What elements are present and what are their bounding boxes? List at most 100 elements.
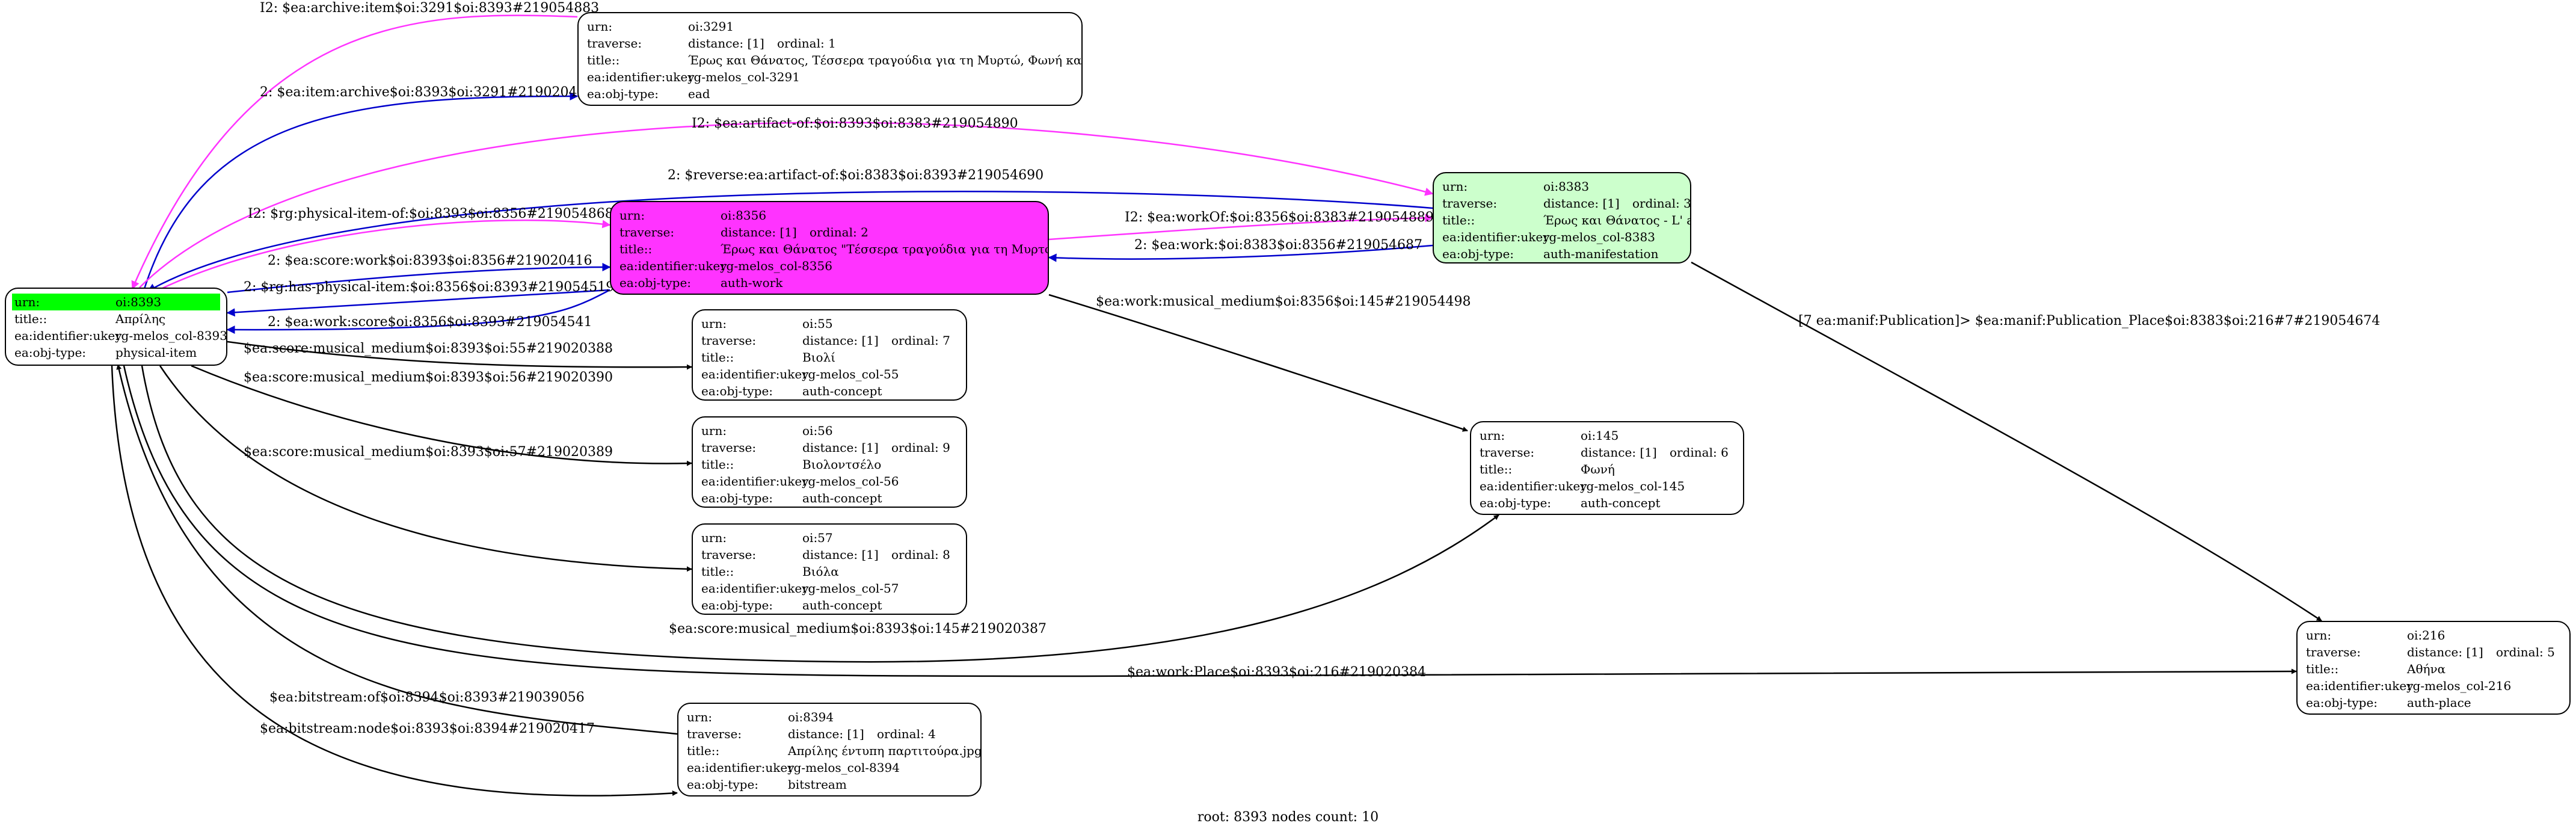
field-label: traverse: bbox=[701, 440, 757, 455]
node-row: ea:obj-type:auth-concept bbox=[699, 383, 960, 399]
field-value: auth-concept bbox=[1581, 496, 1661, 510]
ordinal-value: ordinal: 3 bbox=[1632, 196, 1691, 211]
field-label: ea:identifier:ukey bbox=[701, 474, 809, 488]
edge-label: [7 ea:manif:Publication]> $ea:manif:Publ… bbox=[1798, 313, 2380, 328]
root-summary: root: 8393 nodes count: 10 bbox=[1197, 810, 1379, 825]
field-label: urn: bbox=[701, 316, 727, 331]
edge-bitstream-of bbox=[116, 364, 678, 735]
field-value: rg-melos_col-216 bbox=[2407, 679, 2512, 693]
field-value: Βιολοντσέλο bbox=[802, 457, 882, 472]
field-value: oi:8356 bbox=[721, 208, 767, 223]
edge-label: 2: $reverse:ea:artifact-of:$oi:8383$oi:8… bbox=[668, 168, 1044, 183]
field-label: ea:identifier:ukey bbox=[1480, 479, 1587, 493]
field-label: title:: bbox=[687, 744, 720, 758]
ordinal-value: ordinal: 6 bbox=[1670, 445, 1729, 460]
field-value: distance: [1] bbox=[802, 333, 879, 348]
edge-artifact-of bbox=[139, 122, 1434, 288]
node-row: title::Βιολοντσέλο bbox=[699, 456, 960, 473]
edge-publication-place bbox=[1691, 261, 2322, 622]
edge-musical-medium-57 bbox=[159, 365, 692, 572]
field-value: rg-melos_col-145 bbox=[1581, 479, 1685, 493]
field-label: urn: bbox=[701, 424, 727, 438]
field-label: ea:obj-type: bbox=[14, 345, 87, 360]
edge-has-physical-item bbox=[226, 289, 610, 317]
field-label: ea:obj-type: bbox=[619, 276, 692, 290]
edge-musical-medium-work-145 bbox=[1048, 294, 1468, 432]
field-label: urn: bbox=[687, 710, 713, 724]
ordinal-value: ordinal: 8 bbox=[891, 547, 950, 562]
field-label: ea:obj-type: bbox=[2306, 695, 2378, 710]
field-value: oi:8393 bbox=[115, 295, 162, 309]
node-row: title::Έρως και Θάνατος "Τέσσερα τραγούδ… bbox=[617, 241, 1048, 257]
field-label: ea:identifier:ukey bbox=[2306, 679, 2414, 693]
node-row: title::Έρως και Θάνατος, Τέσσερα τραγούδ… bbox=[585, 52, 1081, 69]
field-value: distance: [1] bbox=[2407, 645, 2483, 659]
field-value: Απρίλης bbox=[115, 312, 166, 326]
field-label: title:: bbox=[701, 350, 734, 365]
field-label: title:: bbox=[587, 53, 620, 67]
field-value: rg-melos_col-3291 bbox=[688, 70, 800, 84]
field-value: distance: [1] bbox=[802, 440, 879, 455]
field-value: Έρως και Θάνατος - L' amour et la mort bbox=[1543, 213, 1690, 227]
edge-label: $ea:work:Place$oi:8393$oi:216#219020384 bbox=[1127, 665, 1426, 680]
ordinal-value: ordinal: 7 bbox=[891, 333, 950, 348]
edge-work-place bbox=[123, 365, 2297, 677]
field-label: urn: bbox=[701, 531, 727, 545]
edge-label: $ea:score:musical_medium$oi:8393$oi:57#2… bbox=[244, 445, 613, 460]
field-label: urn: bbox=[1442, 179, 1468, 194]
field-label: urn: bbox=[619, 208, 645, 223]
node-row: title::Βιολί bbox=[699, 349, 960, 366]
field-value: auth-work bbox=[721, 276, 783, 290]
node-row: traverse:distance: [1]ordinal: 2 bbox=[617, 224, 1042, 241]
field-value: distance: [1] bbox=[1543, 196, 1620, 211]
edge-reverse-artifact-of bbox=[147, 191, 1433, 292]
edge-musical-medium-55 bbox=[227, 341, 692, 370]
node-row: urn:oi:8394 bbox=[684, 709, 974, 726]
field-label: title:: bbox=[619, 242, 653, 256]
edge-score-work bbox=[227, 263, 611, 294]
field-value: distance: [1] bbox=[802, 547, 879, 562]
field-value: distance: [1] bbox=[688, 36, 764, 51]
node-row: ea:obj-type:auth-concept bbox=[699, 597, 960, 614]
node-row: traverse:distance: [1]ordinal: 9 bbox=[699, 439, 960, 456]
edge-label: I2: $ea:artifact-of:$oi:8393$oi:8383#219… bbox=[692, 116, 1018, 131]
field-value: rg-melos_col-56 bbox=[802, 474, 899, 488]
field-label: traverse: bbox=[701, 547, 757, 562]
edge-work-of bbox=[1048, 214, 1434, 241]
field-value: ead bbox=[688, 87, 710, 101]
edge-musical-medium-145 bbox=[141, 365, 1499, 663]
edge-bitstream-node bbox=[111, 365, 678, 797]
edge-label: $ea:bitstream:of$oi:8394$oi:8393#2190390… bbox=[269, 690, 585, 705]
node-oi-55[interactable]: urn: oi:55 traverse: distance: [1] ordinal: … bbox=[692, 309, 967, 401]
node-row: ea:obj-type:physical-item bbox=[12, 344, 220, 361]
field-value: distance: [1] bbox=[788, 727, 864, 741]
field-label: title:: bbox=[701, 564, 734, 579]
field-value: Βιολί bbox=[802, 350, 836, 365]
field-label: traverse: bbox=[701, 333, 757, 348]
field-value: Έρως και Θάνατος "Τέσσερα τραγούδια για … bbox=[721, 242, 1049, 256]
field-value: oi:145 bbox=[1581, 428, 1619, 443]
edge-label: $ea:score:musical_medium$oi:8393$oi:56#2… bbox=[244, 370, 613, 385]
node-row: urn:oi:8393 bbox=[12, 294, 220, 310]
field-value: oi:55 bbox=[802, 316, 833, 331]
